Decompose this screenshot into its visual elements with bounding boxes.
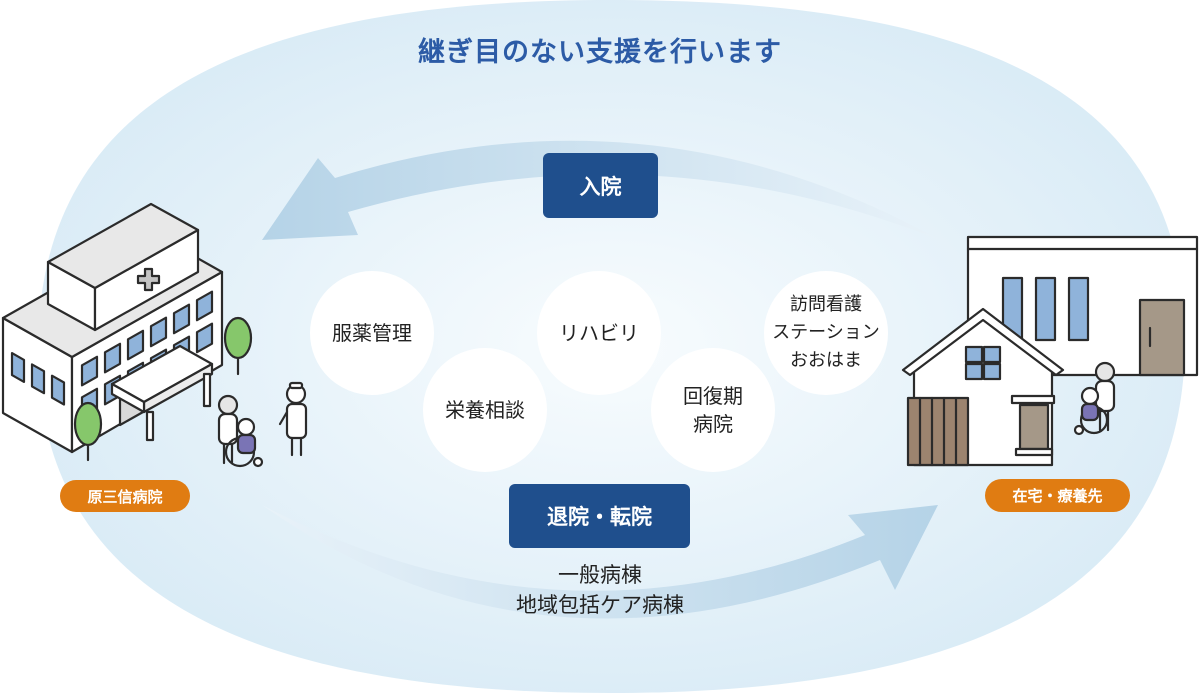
service-circle-visiting-nurse: 訪問看護 ステーション おおはま <box>764 271 888 395</box>
service-label: リハビリ <box>559 321 639 345</box>
canopy-pillar <box>145 410 155 442</box>
discharge-label: 退院・転院 <box>547 505 652 529</box>
hospital-tower-roof <box>46 202 200 290</box>
house-door <box>1018 403 1050 451</box>
hospital-window <box>126 329 145 361</box>
facility-door <box>1138 298 1186 377</box>
service-circle-recovery-hospital: 回復期 病院 <box>651 348 775 472</box>
tree-icon <box>73 401 103 462</box>
service-label: 栄養相談 <box>445 398 525 422</box>
tree-icon <box>223 316 253 376</box>
facility-window <box>1067 276 1090 342</box>
ward-label: 一般病棟 <box>558 563 642 587</box>
hospital-window <box>172 303 191 335</box>
nurse-cap <box>288 381 304 390</box>
patient-body <box>1080 402 1100 422</box>
service-circle-rehabilitation: リハビリ <box>537 271 661 395</box>
wheelchair-icon <box>217 394 264 468</box>
service-circle-medication: 服薬管理 <box>310 271 434 395</box>
facility-window <box>1034 276 1057 342</box>
hospital-window <box>195 290 214 322</box>
ward-label: 地域包括ケア病棟 <box>516 593 684 617</box>
house-door-step <box>1014 447 1054 457</box>
home-location-badge: 在宅・療養先 <box>985 479 1130 512</box>
service-circle-nutrition: 栄養相談 <box>423 348 547 472</box>
admission-box: 入院 <box>543 153 658 218</box>
wheelchair-caster <box>1073 424 1085 436</box>
hospital-window <box>149 316 168 348</box>
nurse-coat <box>285 402 308 440</box>
hospital-location-badge: 原三信病院 <box>60 480 190 512</box>
patient-body <box>236 433 257 455</box>
patient-head <box>236 417 256 437</box>
house-window-pane <box>964 345 984 364</box>
wheelchair-caster <box>252 456 264 468</box>
hospital-window <box>10 352 26 383</box>
medical-cross-icon <box>136 267 161 292</box>
nurse-icon <box>278 381 308 457</box>
hospital-window <box>195 322 214 354</box>
service-label: 服薬管理 <box>332 321 412 345</box>
house-window-pane <box>982 362 1002 381</box>
admission-arrow <box>262 140 940 240</box>
hospital-window <box>30 363 46 395</box>
hospital-window <box>103 342 122 374</box>
service-label: 病院 <box>693 412 733 436</box>
service-label: 回復期 <box>683 384 743 408</box>
hospital-building-icon <box>1 202 308 468</box>
discharge-arrow <box>262 505 938 619</box>
house-wood-panel <box>906 396 970 467</box>
house-door-canopy <box>1010 394 1056 405</box>
admission-label: 入院 <box>579 174 622 199</box>
caregiver-head <box>1094 361 1116 383</box>
hospital-window <box>50 374 66 406</box>
discharge-wards: 一般病棟 地域包括ケア病棟 <box>460 560 740 620</box>
caregiver-head <box>217 394 239 416</box>
nurse-arm <box>278 410 289 426</box>
canopy-pillar <box>202 372 212 408</box>
house-window-pane <box>964 362 984 381</box>
tree-foliage <box>73 401 103 447</box>
discharge-box: 退院・転院 <box>509 484 690 548</box>
service-label: おおはま <box>790 350 862 371</box>
entrance-canopy-side <box>110 382 146 414</box>
patient-head <box>1080 386 1100 406</box>
hospital-window <box>80 355 99 387</box>
diagram-title: 継ぎ目のない支援を行います <box>418 37 782 68</box>
tree-foliage <box>223 316 253 360</box>
service-label: ステーション <box>772 322 880 343</box>
house-window-pane <box>982 345 1002 364</box>
house-roof <box>901 307 1065 377</box>
hospital-name: 原三信病院 <box>87 487 163 506</box>
service-label: 訪問看護 <box>790 294 862 315</box>
wheelchair-icon <box>1073 361 1116 436</box>
house-icon <box>901 235 1199 467</box>
care-facility-icon <box>966 235 1199 377</box>
home-location-name: 在宅・療養先 <box>1012 487 1103 505</box>
